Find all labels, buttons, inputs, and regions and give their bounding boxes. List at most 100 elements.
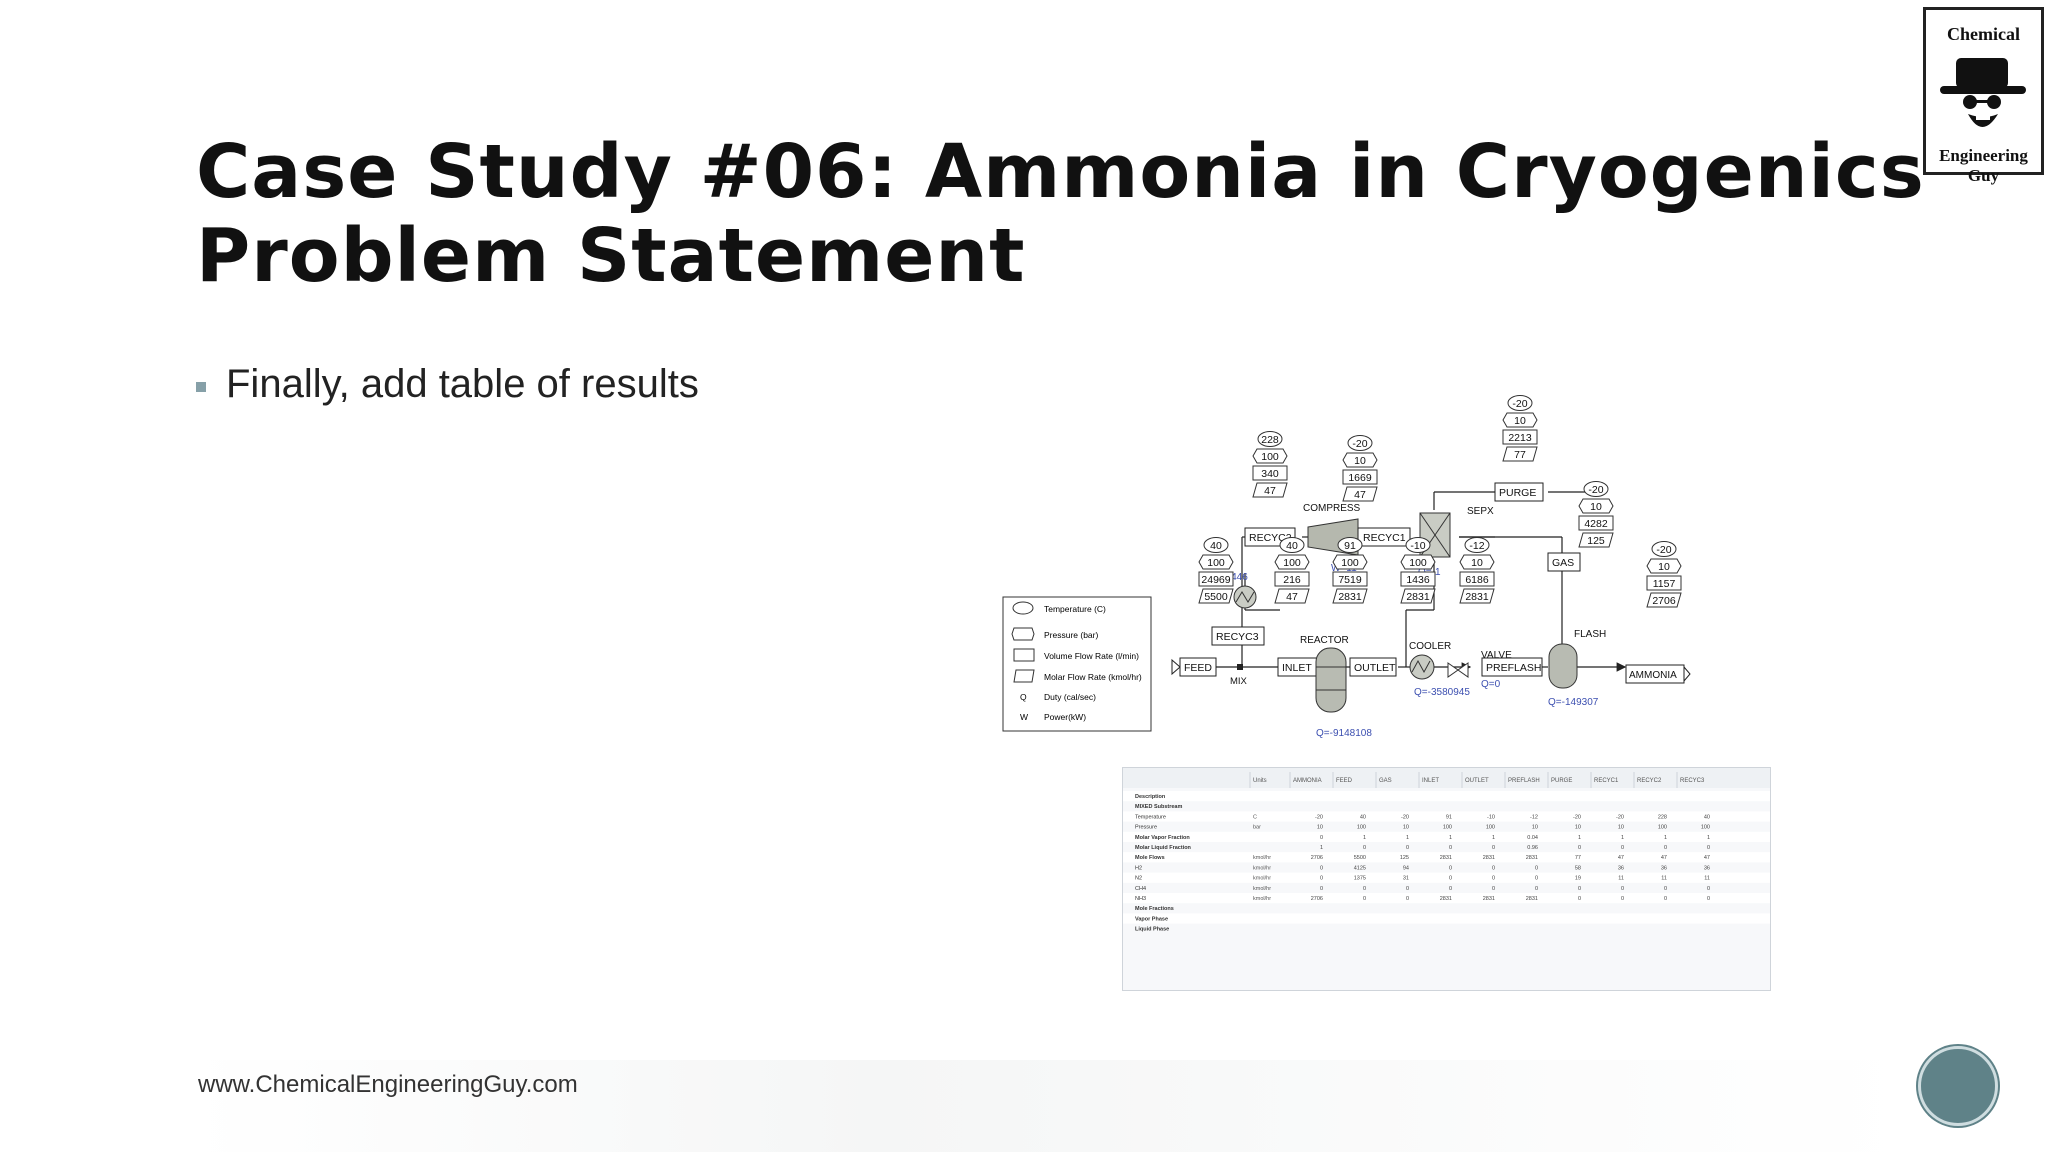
bullet-square-icon <box>196 381 206 392</box>
stream-tag-value: -20 <box>1588 484 1603 496</box>
results-cell: 0 <box>1535 865 1538 871</box>
results-cell: 77 <box>1575 855 1581 861</box>
stream-tag-value: 77 <box>1514 449 1526 461</box>
results-cell: 0 <box>1578 896 1581 902</box>
results-column-header: AMMONIA <box>1293 778 1322 784</box>
duty-cooler: Q=-3580945 <box>1414 687 1470 698</box>
stream-tag-shape <box>1332 588 1368 604</box>
stream-tag-shape <box>1342 452 1378 468</box>
footer-band <box>190 1060 1910 1152</box>
stream-tag-shape <box>1274 554 1310 570</box>
stream-tags: 22810034047-2010166947-2010221377-201042… <box>1198 395 1682 608</box>
stream-tag-value: 7519 <box>1338 574 1362 586</box>
stream-tag-value: 4282 <box>1584 518 1608 530</box>
results-cell: 0.96 <box>1527 845 1538 851</box>
results-cell: 1 <box>1492 835 1495 841</box>
footer-url: www.ChemicalEngineeringGuy.com <box>198 1071 578 1098</box>
results-cell: 0 <box>1492 886 1495 892</box>
stream-tag-value: 47 <box>1264 485 1276 497</box>
stream-tag-shape <box>1252 465 1288 481</box>
process-flow-diagram: Temperature (C) Pressure (bar) Volume Fl… <box>1002 395 1691 739</box>
stream-tag-value: 216 <box>1283 574 1301 586</box>
stream-tag-shape <box>1342 486 1378 502</box>
legend-item-temperature: Temperature (C) <box>1044 604 1106 614</box>
stream-tag-shape <box>1459 588 1495 604</box>
results-cell: 1 <box>1320 845 1323 851</box>
results-cell: 0 <box>1664 886 1667 892</box>
stream-tag-shape <box>1400 554 1436 570</box>
stream-tag-shape <box>1578 515 1614 531</box>
results-column-header: PURGE <box>1551 778 1572 784</box>
bullet-text: Finally, add table of results <box>226 362 699 406</box>
stream-tag-value: 100 <box>1261 451 1279 463</box>
stream-tag-shape <box>1583 481 1609 497</box>
stream-tag-value: 2831 <box>1465 591 1489 603</box>
results-cell: -12 <box>1530 814 1538 820</box>
results-cell: -20 <box>1573 814 1581 820</box>
stream-tag-value: 10 <box>1658 561 1670 573</box>
stream-tag-value: 10 <box>1514 415 1526 427</box>
stream-tag-shape <box>1578 532 1614 548</box>
stream-tag-value: 2831 <box>1406 591 1430 603</box>
results-cell: 0 <box>1406 886 1409 892</box>
results-row-label: MIXED Substream <box>1135 804 1182 810</box>
legend-item-molar-flow: Molar Flow Rate (kmol/hr) <box>1044 672 1142 682</box>
results-row-bg <box>1123 893 1770 904</box>
block-outlet: OUTLET <box>1354 662 1396 674</box>
stream-tag-value: -20 <box>1512 398 1527 410</box>
results-cell: 0 <box>1707 896 1710 902</box>
results-cell: 1 <box>1707 835 1710 841</box>
results-cell: 1 <box>1578 835 1581 841</box>
stream-tag-shape <box>1274 588 1310 604</box>
results-cell: 4125 <box>1354 865 1366 871</box>
results-cell: 0 <box>1492 865 1495 871</box>
results-cell: -20 <box>1401 814 1409 820</box>
stream-tag-shape <box>1332 571 1368 587</box>
stream-tag-shape <box>1332 554 1368 570</box>
results-cell: 0 <box>1406 896 1409 902</box>
stream-tag-shape <box>1459 571 1495 587</box>
stream-tag-shape <box>1203 537 1229 553</box>
legend: Temperature (C) Pressure (bar) Volume Fl… <box>1002 596 1152 732</box>
stream-tag-value: 100 <box>1341 557 1359 569</box>
results-cell: 2831 <box>1440 896 1452 902</box>
results-column-header: INLET <box>1422 778 1439 784</box>
results-cell: 10 <box>1618 825 1624 831</box>
results-cell: 47 <box>1618 855 1624 861</box>
stream-tag-value: -20 <box>1352 438 1367 450</box>
results-cell: 36 <box>1704 865 1710 871</box>
results-cell: 11 <box>1704 876 1710 882</box>
results-cell: 100 <box>1443 825 1452 831</box>
block-cooler: COOLER <box>1409 641 1451 652</box>
results-cell: 0 <box>1492 845 1495 851</box>
stream-tag-shape <box>1347 435 1373 451</box>
stream-tag-shape <box>1459 554 1495 570</box>
duty-valve: Q=0 <box>1481 679 1501 690</box>
stream-tag-shape <box>1342 469 1378 485</box>
results-cell: 2831 <box>1483 855 1495 861</box>
results-cell: 2831 <box>1526 896 1538 902</box>
slide-title-line2: Problem Statement <box>196 213 1026 299</box>
stream-tag-shape <box>1646 592 1682 608</box>
results-cell: 1 <box>1406 835 1409 841</box>
results-row-label: NH3 <box>1135 896 1146 902</box>
results-cell: 0 <box>1535 876 1538 882</box>
stream-tag-value: 100 <box>1283 557 1301 569</box>
block-purge: PURGE <box>1499 487 1536 499</box>
block-preflash: PREFLASH <box>1486 662 1541 674</box>
results-cell: 19 <box>1575 876 1581 882</box>
stream-tag-shape <box>1400 571 1436 587</box>
results-row-label: H2 <box>1135 865 1142 871</box>
stream-tag-value: 47 <box>1354 489 1366 501</box>
slide-nav-button[interactable] <box>1918 1046 1998 1126</box>
results-row-bg <box>1123 872 1770 883</box>
stream-tag-value: 5500 <box>1204 591 1228 603</box>
results-cell: -10 <box>1487 814 1495 820</box>
stream-tag-shape <box>1337 537 1363 553</box>
bullet-item: Finally, add table of results <box>196 362 699 407</box>
results-cell: 100 <box>1357 825 1366 831</box>
results-cell: 2831 <box>1440 855 1452 861</box>
